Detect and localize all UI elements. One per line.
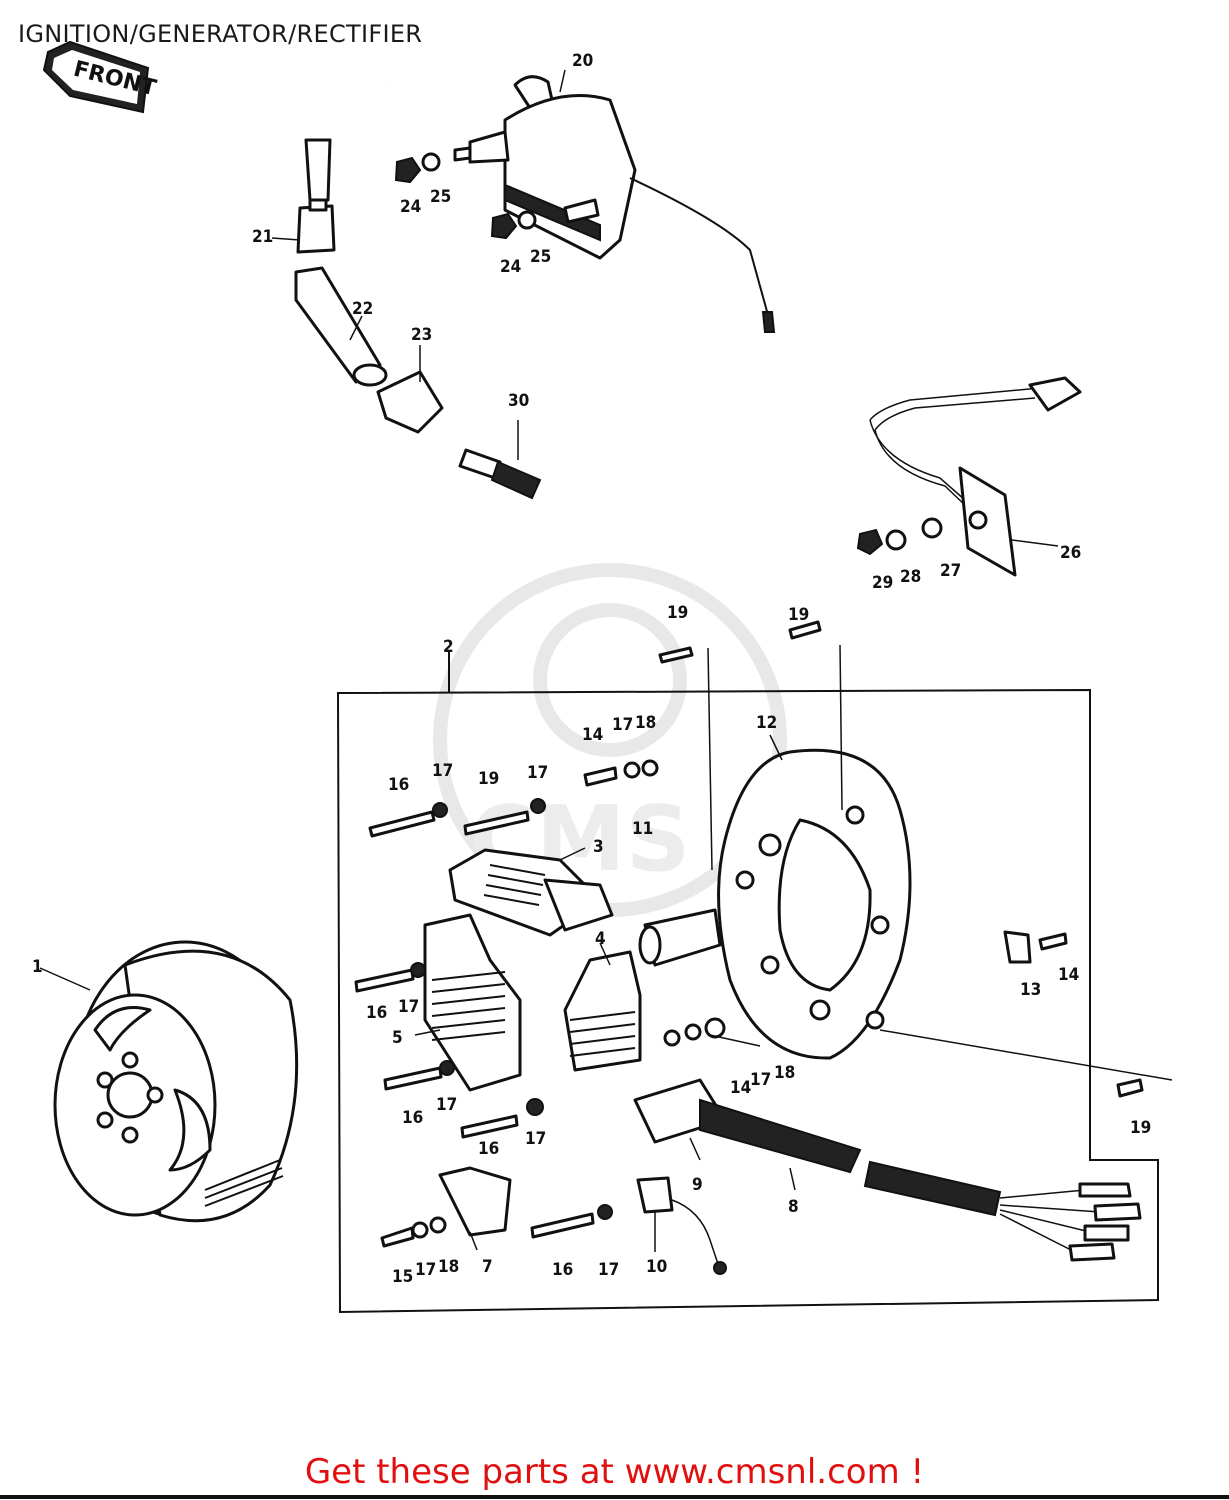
callout-17d: 17 <box>398 997 419 1017</box>
callout-25a: 25 <box>430 187 451 207</box>
callout-16c: 16 <box>402 1108 423 1128</box>
ignition-coil <box>304 67 776 333</box>
fasteners <box>354 620 1144 1248</box>
callout-20: 20 <box>572 51 593 71</box>
callout-7: 7 <box>482 1257 493 1277</box>
callout-24b: 24 <box>500 257 521 277</box>
callout-17e: 17 <box>436 1095 457 1115</box>
page-title: IGNITION/GENERATOR/RECTIFIER <box>18 20 423 48</box>
callout-5: 5 <box>392 1028 403 1048</box>
callout-17f: 17 <box>525 1129 546 1149</box>
plug-cap <box>294 198 444 434</box>
callout-17b: 17 <box>527 763 548 783</box>
contact-breaker <box>438 1166 727 1275</box>
callout-16e: 16 <box>552 1260 573 1280</box>
callout-16b: 16 <box>366 1003 387 1023</box>
spark-plug <box>458 448 542 500</box>
callout-19d: 19 <box>1130 1118 1151 1138</box>
callout-3: 3 <box>593 837 604 857</box>
callout-17a: 17 <box>432 761 453 781</box>
base-plate <box>717 748 912 1060</box>
callout-18b: 18 <box>774 1063 795 1083</box>
callout-30: 30 <box>508 391 529 411</box>
callout-11: 11 <box>632 819 653 839</box>
coil-nuts <box>394 152 537 240</box>
callout-9: 9 <box>692 1175 703 1195</box>
callout-29: 29 <box>872 573 893 593</box>
callout-27: 27 <box>940 561 961 581</box>
callout-22: 22 <box>352 299 373 319</box>
callout-19c: 19 <box>478 769 499 789</box>
callout-13: 13 <box>1020 980 1041 1000</box>
terminal-bracket <box>856 376 1082 577</box>
cmsnl-parts-link[interactable]: Get these parts at www.cmsnl.com ! <box>304 1452 925 1492</box>
flywheel <box>53 940 299 1223</box>
callout-14a: 14 <box>582 725 603 745</box>
stator-assembly-outline <box>336 652 1159 1314</box>
callout-17g: 17 <box>415 1260 436 1280</box>
leader-lines <box>39 69 1173 1252</box>
callout-17c: 17 <box>612 715 633 735</box>
callout-16a: 16 <box>388 775 409 795</box>
stator-coils <box>423 848 722 1092</box>
callout-18c: 18 <box>438 1257 459 1277</box>
callout-21: 21 <box>252 227 273 247</box>
callout-4: 4 <box>595 929 606 949</box>
callout-17h: 17 <box>598 1260 619 1280</box>
callout-1: 1 <box>32 957 43 977</box>
callout-16d: 16 <box>478 1139 499 1159</box>
bottom-divider <box>0 1495 1229 1499</box>
callout-2: 2 <box>443 637 454 657</box>
callout-14b: 14 <box>730 1078 751 1098</box>
callout-14c: 14 <box>1058 965 1079 985</box>
callout-12: 12 <box>756 713 777 733</box>
callout-19b: 19 <box>788 605 809 625</box>
callout-24a: 24 <box>400 197 421 217</box>
callout-15: 15 <box>392 1267 413 1287</box>
callout-labels: 1 2 3 4 5 7 8 9 10 11 12 13 14 14 14 15 … <box>32 51 1151 1287</box>
callout-8: 8 <box>788 1197 799 1217</box>
callout-10: 10 <box>646 1257 667 1277</box>
callout-17i: 17 <box>750 1070 771 1090</box>
callout-28: 28 <box>900 567 921 587</box>
callout-19a: 19 <box>667 603 688 623</box>
callout-18a: 18 <box>635 713 656 733</box>
callout-26: 26 <box>1060 543 1081 563</box>
front-arrow-icon: FRONT <box>42 40 159 114</box>
callout-23: 23 <box>411 325 432 345</box>
callout-25b: 25 <box>530 247 551 267</box>
rectifier-harness <box>633 1078 1142 1262</box>
